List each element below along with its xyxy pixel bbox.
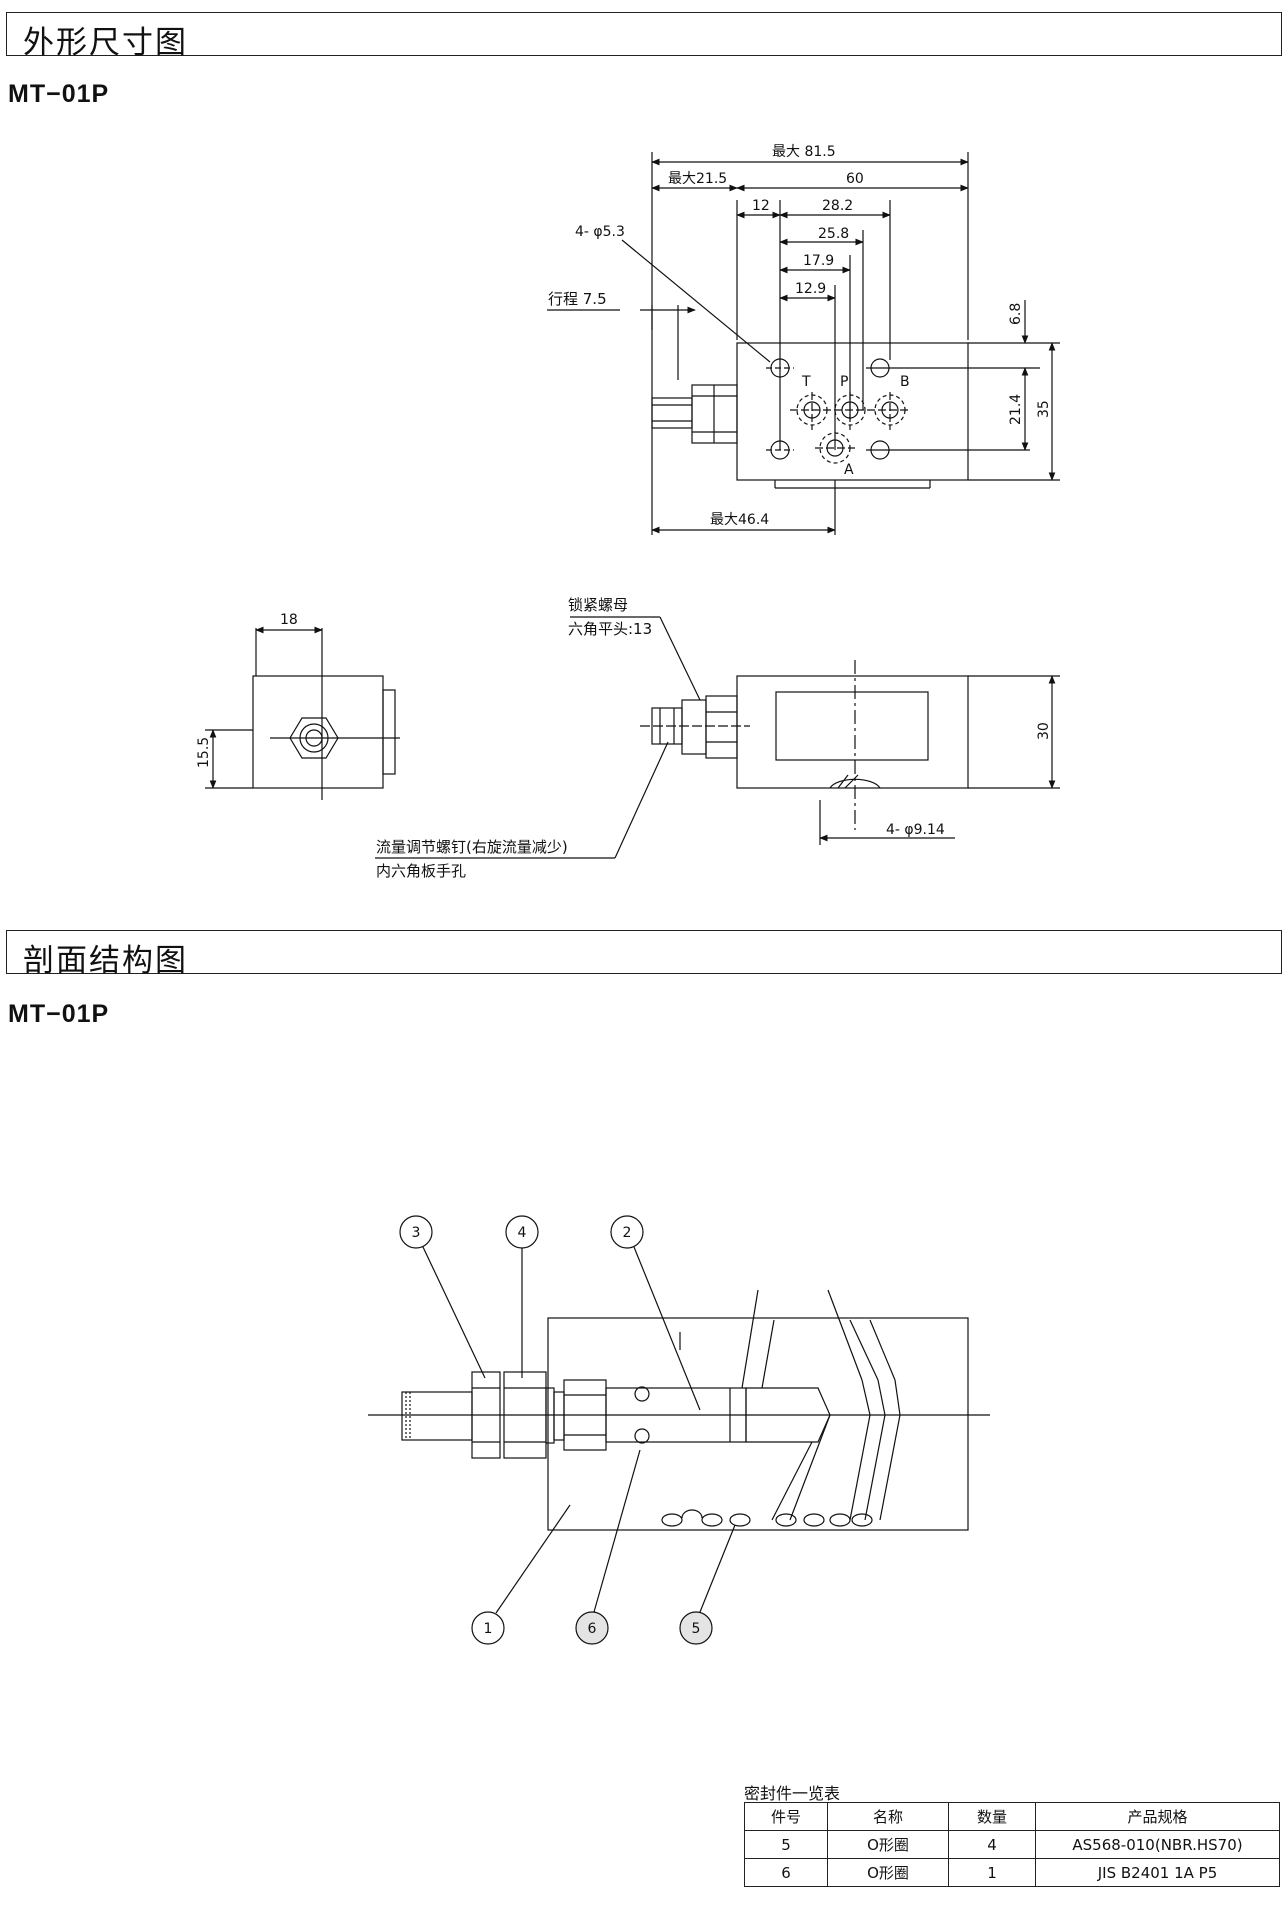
col-header: 件号	[744, 1802, 828, 1831]
seal-table-title: 密封件一览表	[744, 1784, 841, 1803]
section-header-section-view: 剖面结构图	[6, 930, 1282, 979]
col-header: 产品规格	[1035, 1802, 1280, 1831]
section-header-outline: 外形尺寸图	[6, 12, 1282, 61]
dim-30: 30	[1036, 722, 1052, 740]
dim-15-5: 15.5	[196, 737, 212, 768]
table-row: 5 O形圈 4 AS568-010(NBR.HS70)	[744, 1830, 1280, 1859]
dim-21-4: 21.4	[1008, 394, 1024, 425]
balloon-5: 5	[692, 1621, 701, 1637]
col-header: 名称	[827, 1802, 949, 1831]
section-view	[368, 1215, 990, 1645]
port-b-label: B	[900, 374, 910, 390]
seal-table: 件号 名称 数量 产品规格 5 O形圈 4 AS568-010(NBR.HS70…	[744, 1802, 1280, 1887]
dim-60: 60	[846, 171, 864, 187]
dim-max-81-5: 最大 81.5	[772, 144, 836, 160]
section-title: 剖面结构图	[23, 943, 188, 979]
dim-17-9: 17.9	[803, 253, 834, 269]
table-cell: O形圈	[827, 1858, 949, 1887]
table-cell: 1	[948, 1858, 1036, 1887]
table-cell: JIS B2401 1A P5	[1035, 1858, 1280, 1887]
dim-hole-4-9-14: 4- φ9.14	[886, 822, 945, 838]
balloon-2: 2	[623, 1225, 632, 1241]
balloon-3: 3	[412, 1225, 421, 1241]
balloon-1: 1	[484, 1621, 493, 1637]
dim-28-2: 28.2	[822, 198, 853, 214]
balloon-6: 6	[588, 1621, 597, 1637]
table-cell: O形圈	[827, 1830, 949, 1859]
port-a-label: A	[844, 462, 854, 478]
top-view	[547, 152, 1060, 535]
balloon-4: 4	[518, 1225, 527, 1241]
table-cell: 6	[744, 1858, 828, 1887]
table-row: 6 O形圈 1 JIS B2401 1A P5	[744, 1858, 1280, 1887]
stroke-label: 行程 7.5	[548, 290, 607, 308]
port-t-label: T	[801, 374, 811, 390]
table-cell: AS568-010(NBR.HS70)	[1035, 1830, 1280, 1859]
dim-12-9: 12.9	[795, 281, 826, 297]
end-view	[205, 626, 400, 800]
adjust-screw-label: 流量调节螺钉(右旋流量减少)	[376, 838, 568, 856]
col-header: 数量	[948, 1802, 1036, 1831]
dim-35: 35	[1036, 400, 1052, 418]
dim-18: 18	[280, 612, 298, 628]
table-cell: 5	[744, 1830, 828, 1859]
dim-6-8: 6.8	[1008, 303, 1024, 325]
dim-25-8: 25.8	[818, 226, 849, 242]
table-cell: 4	[948, 1830, 1036, 1859]
model-label: MT−01P	[8, 1000, 110, 1028]
dim-max-21-5: 最大21.5	[668, 171, 727, 187]
locknut-label: 锁紧螺母	[568, 596, 628, 614]
dim-max-46-4: 最大46.4	[710, 512, 769, 528]
locknut-hex-label: 六角平头:13	[568, 620, 652, 638]
table-header-row: 件号 名称 数量 产品规格	[744, 1802, 1280, 1831]
port-p-label: P	[840, 374, 848, 390]
side-view	[375, 616, 1060, 859]
model-label: MT−01P	[8, 80, 110, 108]
dim-12: 12	[752, 198, 770, 214]
dim-hole-4-5-3: 4- φ5.3	[575, 224, 625, 240]
hex-socket-label: 内六角板手孔	[376, 862, 466, 880]
section-title: 外形尺寸图	[23, 25, 188, 61]
